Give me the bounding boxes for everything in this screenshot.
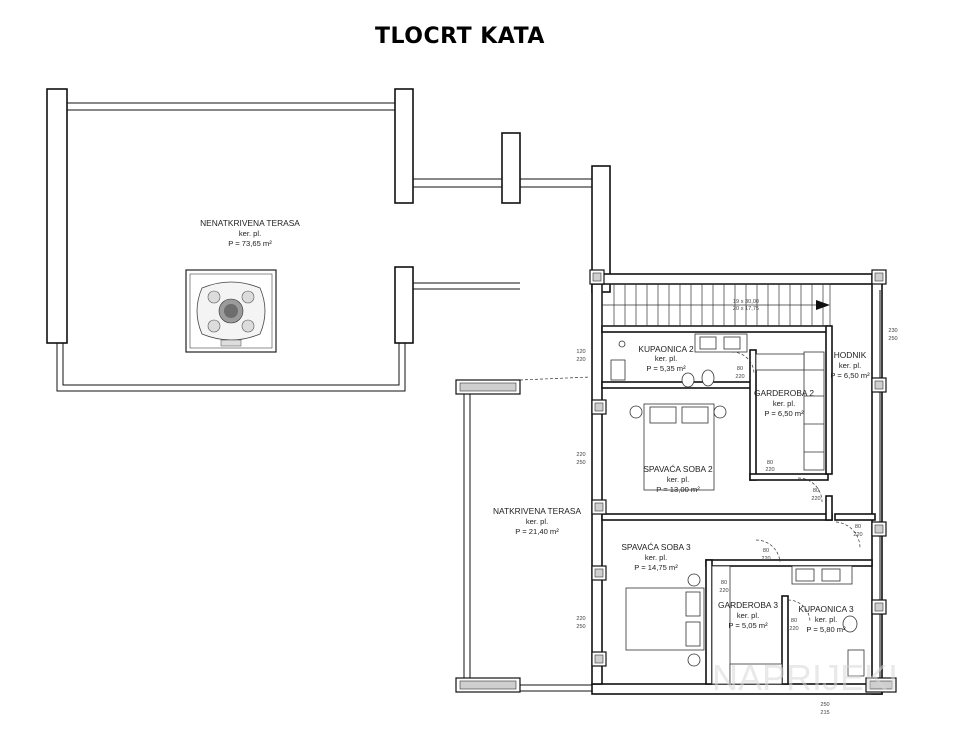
svg-text:ker. pl.: ker. pl. bbox=[655, 354, 677, 363]
terrace-pillar bbox=[501, 132, 521, 204]
svg-text:GARDEROBA 3: GARDEROBA 3 bbox=[718, 600, 778, 610]
svg-text:220: 220 bbox=[853, 532, 862, 538]
terrace-wall-left bbox=[46, 88, 68, 344]
label-garderoba-3: GARDEROBA 3 ker. pl. P = 5,05 m² bbox=[718, 600, 778, 630]
wardrobe-3-icon bbox=[711, 565, 783, 685]
svg-text:220: 220 bbox=[576, 452, 585, 458]
svg-text:250: 250 bbox=[576, 624, 585, 630]
wardrobe-2-icon bbox=[755, 351, 825, 471]
door-swings bbox=[731, 351, 861, 623]
label-garderoba-2: GARDEROBA 2 ker. pl. P = 6,50 m² bbox=[754, 388, 814, 418]
svg-text:ker. pl.: ker. pl. bbox=[239, 229, 261, 238]
svg-text:220: 220 bbox=[576, 357, 585, 363]
svg-text:ker. pl.: ker. pl. bbox=[839, 361, 861, 370]
svg-text:P = 5,35 m²: P = 5,35 m² bbox=[646, 364, 686, 373]
label-kupaonica-2: KUPAONICA 2 ker. pl. P = 5,35 m² bbox=[638, 344, 694, 373]
room-labels: NENATKRIVENA TERASA ker. pl. P = 73,65 m… bbox=[200, 218, 870, 634]
svg-text:220: 220 bbox=[765, 467, 774, 473]
label-nenatkrivena-terasa: NENATKRIVENA TERASA ker. pl. P = 73,65 m… bbox=[200, 218, 300, 248]
stairs-dim-2: 20 x 17,75 bbox=[733, 306, 759, 312]
svg-text:80: 80 bbox=[855, 524, 861, 530]
svg-text:P = 5,80 m²: P = 5,80 m² bbox=[806, 625, 846, 634]
bed-3-icon bbox=[625, 573, 705, 667]
label-hodnik: HODNIK ker. pl. P = 6,50 m² bbox=[830, 350, 870, 380]
svg-text:ker. pl.: ker. pl. bbox=[773, 399, 795, 408]
svg-text:230: 230 bbox=[888, 328, 897, 334]
svg-text:80: 80 bbox=[737, 366, 743, 372]
svg-text:P = 6,50 m²: P = 6,50 m² bbox=[764, 409, 804, 418]
svg-text:KUPAONICA 3: KUPAONICA 3 bbox=[798, 604, 854, 614]
svg-text:215: 215 bbox=[820, 710, 829, 716]
svg-text:220: 220 bbox=[719, 588, 728, 594]
svg-text:220: 220 bbox=[735, 374, 744, 380]
svg-text:ker. pl.: ker. pl. bbox=[645, 553, 667, 562]
svg-text:SPAVAĆA SOBA 3: SPAVAĆA SOBA 3 bbox=[621, 542, 691, 552]
dimension-tags: 19 x 30,00 20 x 17,75 120 220 220 250 22… bbox=[576, 299, 897, 716]
svg-text:80: 80 bbox=[763, 548, 769, 554]
svg-text:220: 220 bbox=[576, 616, 585, 622]
label-kupaonica-3: KUPAONICA 3 ker. pl. P = 5,80 m² bbox=[798, 604, 854, 634]
svg-text:220: 220 bbox=[789, 626, 798, 632]
svg-text:P = 21,40 m²: P = 21,40 m² bbox=[515, 527, 559, 536]
stairs-dim-1: 19 x 30,00 bbox=[733, 299, 759, 305]
svg-text:80: 80 bbox=[791, 618, 797, 624]
svg-text:ker. pl.: ker. pl. bbox=[526, 517, 548, 526]
svg-text:NATKRIVENA TERASA: NATKRIVENA TERASA bbox=[493, 506, 582, 516]
uncovered-terrace bbox=[46, 88, 592, 392]
svg-text:80: 80 bbox=[767, 460, 773, 466]
label-spavaca-soba-2: SPAVAĆA SOBA 2 ker. pl. P = 13,00 m² bbox=[643, 464, 713, 494]
label-spavaca-soba-3: SPAVAĆA SOBA 3 ker. pl. P = 14,75 m² bbox=[621, 542, 691, 572]
svg-text:HODNIK: HODNIK bbox=[834, 350, 867, 360]
svg-text:250: 250 bbox=[888, 336, 897, 342]
bathroom-2-fixtures bbox=[610, 333, 748, 388]
page-title: TLOCRT KATA bbox=[375, 24, 545, 49]
svg-text:220: 220 bbox=[811, 496, 820, 502]
stairs bbox=[601, 283, 831, 327]
svg-text:250: 250 bbox=[820, 702, 829, 708]
svg-text:120: 120 bbox=[576, 349, 585, 355]
svg-text:P = 5,05 m²: P = 5,05 m² bbox=[728, 621, 768, 630]
svg-text:ker. pl.: ker. pl. bbox=[815, 615, 837, 624]
svg-text:80: 80 bbox=[813, 488, 819, 494]
interior-walls bbox=[601, 325, 876, 685]
terrace-wall-mid-right bbox=[394, 266, 414, 344]
hot-tub-icon bbox=[185, 269, 277, 353]
columns bbox=[455, 269, 897, 693]
svg-text:GARDEROBA 2: GARDEROBA 2 bbox=[754, 388, 814, 398]
svg-text:220: 220 bbox=[761, 556, 770, 562]
watermark-text: NAPRIJEKI bbox=[712, 657, 898, 698]
svg-text:NENATKRIVENA TERASA: NENATKRIVENA TERASA bbox=[200, 218, 300, 228]
terrace-wall-top-right bbox=[394, 88, 414, 204]
svg-text:ker. pl.: ker. pl. bbox=[737, 611, 759, 620]
svg-text:SPAVAĆA SOBA 2: SPAVAĆA SOBA 2 bbox=[643, 464, 713, 474]
svg-text:ker. pl.: ker. pl. bbox=[667, 475, 689, 484]
svg-text:P = 73,65 m²: P = 73,65 m² bbox=[228, 239, 272, 248]
svg-text:P = 14,75 m²: P = 14,75 m² bbox=[634, 563, 678, 572]
svg-text:P = 6,50 m²: P = 6,50 m² bbox=[830, 371, 870, 380]
svg-text:KUPAONICA 2: KUPAONICA 2 bbox=[638, 344, 694, 354]
label-natkrivena-terasa: NATKRIVENA TERASA ker. pl. P = 21,40 m² bbox=[493, 506, 582, 536]
bathroom-3-fixtures bbox=[791, 565, 865, 677]
bed-2-icon bbox=[629, 403, 727, 491]
svg-text:P = 13,00 m²: P = 13,00 m² bbox=[656, 485, 700, 494]
floor-outer-walls bbox=[591, 165, 883, 695]
svg-text:250: 250 bbox=[576, 460, 585, 466]
svg-text:80: 80 bbox=[721, 580, 727, 586]
